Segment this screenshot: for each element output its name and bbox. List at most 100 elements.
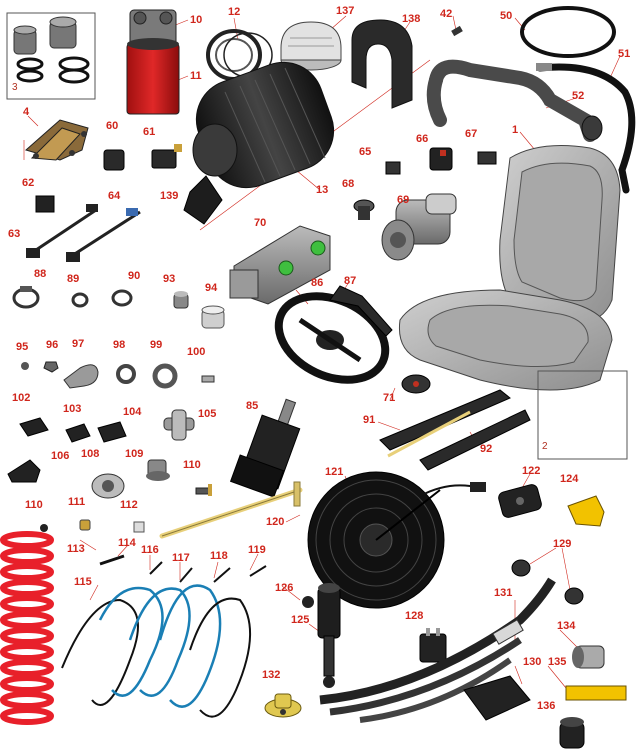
callout-131: 131 xyxy=(494,587,513,599)
misc-mid-parts xyxy=(7,459,212,499)
linkage-bracket xyxy=(24,119,89,161)
steering-column xyxy=(229,398,301,498)
callout-91: 91 xyxy=(363,414,376,426)
callout-1: 1 xyxy=(512,124,519,136)
callout-2: 2 xyxy=(542,441,548,452)
callout-89: 89 xyxy=(67,273,80,285)
callout-110-lower: 110 xyxy=(25,499,43,511)
callout-42: 42 xyxy=(440,8,453,20)
callout-108: 108 xyxy=(81,448,100,460)
callout-93: 93 xyxy=(163,273,176,285)
callout-139: 139 xyxy=(160,190,179,202)
callout-126: 126 xyxy=(275,582,294,594)
callout-52: 52 xyxy=(572,90,585,102)
callout-62: 62 xyxy=(22,177,35,189)
callout-92: 92 xyxy=(480,443,493,455)
small-bottom-left-parts xyxy=(40,519,145,533)
bushings-93-94 xyxy=(173,291,225,329)
callout-96: 96 xyxy=(46,339,59,351)
callout-138: 138 xyxy=(402,13,421,25)
sensors-and-switches xyxy=(385,147,497,175)
air-cleaner xyxy=(183,61,335,225)
starter-motor xyxy=(381,193,457,261)
callout-105: 105 xyxy=(198,408,217,420)
callout-111: 111 xyxy=(68,496,86,508)
small-fasteners xyxy=(21,361,215,389)
callout-51: 51 xyxy=(618,48,631,60)
callout-119: 119 xyxy=(248,544,266,556)
mounts-122-124 xyxy=(498,484,605,527)
callout-12: 12 xyxy=(228,6,241,18)
shock-absorber xyxy=(302,583,341,688)
callout-134: 134 xyxy=(557,620,576,632)
hose-loop xyxy=(520,6,616,58)
callout-99: 99 xyxy=(150,339,163,351)
hydraulic-pump xyxy=(229,225,331,305)
mounts-and-u-joint xyxy=(19,409,195,443)
air-cleaner-bracket xyxy=(351,19,413,109)
leaf-spring-assembly xyxy=(319,559,584,723)
callout-60: 60 xyxy=(106,120,119,132)
callout-114: 114 xyxy=(118,537,136,549)
callout-136: 136 xyxy=(537,700,556,712)
callout-135: 135 xyxy=(548,656,567,668)
callout-120: 120 xyxy=(266,516,285,528)
callout-10: 10 xyxy=(190,14,203,26)
callout-90: 90 xyxy=(128,270,141,282)
callout-88: 88 xyxy=(34,268,47,280)
coil-spring xyxy=(0,531,54,725)
callout-50: 50 xyxy=(500,10,513,22)
callout-71: 71 xyxy=(383,392,396,404)
callout-95: 95 xyxy=(16,341,29,353)
callout-122: 122 xyxy=(522,465,541,477)
callout-113: 113 xyxy=(67,543,85,555)
seat xyxy=(398,145,621,391)
callout-86: 86 xyxy=(311,277,324,289)
callout-13: 13 xyxy=(316,184,329,196)
callout-87: 87 xyxy=(344,275,357,287)
cap-68 xyxy=(353,199,375,220)
callout-61: 61 xyxy=(143,126,156,138)
callout-132: 132 xyxy=(262,669,281,681)
engine-mount-132 xyxy=(264,693,302,718)
callout-102: 102 xyxy=(12,392,31,404)
wire-harnesses xyxy=(26,204,141,262)
mounting-bracket-87 xyxy=(329,285,393,337)
callout-110-upper: 110 xyxy=(183,459,201,471)
callout-115: 115 xyxy=(74,576,92,588)
callout-66: 66 xyxy=(416,133,429,145)
callout-116: 116 xyxy=(141,544,159,556)
callout-137: 137 xyxy=(336,5,355,17)
callout-117: 117 xyxy=(172,552,190,564)
callout-67: 67 xyxy=(465,128,478,140)
switches xyxy=(103,144,182,171)
relay-128 xyxy=(419,628,447,663)
callout-65: 65 xyxy=(359,146,372,158)
callout-109: 109 xyxy=(125,448,144,460)
callout-68: 68 xyxy=(342,178,355,190)
callout-121: 121 xyxy=(325,466,344,478)
callout-11: 11 xyxy=(190,70,202,82)
callout-129: 129 xyxy=(553,538,572,550)
grease-fitting xyxy=(451,25,463,37)
callout-128: 128 xyxy=(405,610,424,622)
control-cables xyxy=(61,554,267,718)
callout-70: 70 xyxy=(254,217,267,229)
callout-4: 4 xyxy=(23,106,30,118)
hose-clamps xyxy=(12,286,133,309)
drive-shaft xyxy=(159,481,303,539)
connector-62 xyxy=(35,195,55,213)
callout-63: 63 xyxy=(8,228,21,240)
hydraulic-hose xyxy=(536,63,636,194)
callout-97: 97 xyxy=(72,338,85,350)
callout-69: 69 xyxy=(397,194,410,206)
callout-112: 112 xyxy=(120,499,138,511)
callout-94: 94 xyxy=(205,282,218,294)
callout-100: 100 xyxy=(187,346,206,358)
callout-85: 85 xyxy=(246,400,259,412)
inset-box-3 xyxy=(6,12,96,100)
callout-125: 125 xyxy=(291,614,310,626)
bottom-right-parts xyxy=(559,645,627,749)
